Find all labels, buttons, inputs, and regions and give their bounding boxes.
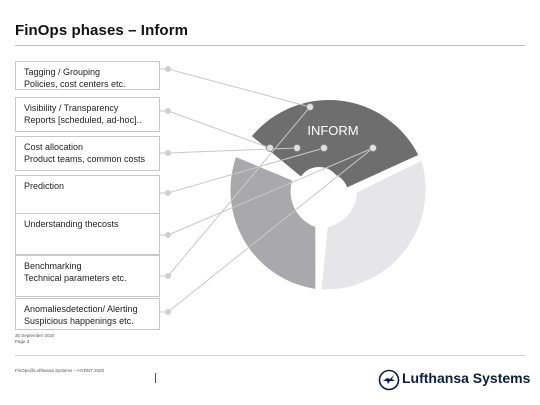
connector-dot (293, 144, 301, 152)
connector-dot (306, 103, 314, 111)
phase-box-understanding: Understanding thecosts (15, 213, 160, 255)
connector-dot (165, 273, 171, 279)
connector-dots (165, 66, 377, 315)
connector-dot (320, 144, 328, 152)
footer-date: 30 September 2020 (15, 333, 55, 338)
connector-dot (165, 190, 171, 196)
phase-box-tagging: Tagging / Grouping Policies, cost center… (15, 61, 160, 90)
phase-box-title: Visibility / Transparency (24, 103, 119, 113)
donut-center (297, 167, 341, 211)
phase-box-title: Tagging / Grouping (24, 67, 101, 77)
footer-page: Page 3 (15, 339, 30, 344)
phase-box-subtitle: Product teams, common costs (24, 154, 146, 164)
connector-dot (165, 108, 171, 114)
donut-segment-optimize (321, 160, 426, 290)
connector-dot (165, 150, 171, 156)
connector-dot (266, 144, 274, 152)
phase-box-subtitle: Technical parameters etc. (24, 273, 127, 283)
phase-box-cost-allocation: Cost allocation Product teams, common co… (15, 136, 160, 171)
phase-box-title: Benchmarking (24, 261, 82, 271)
inform-label: INFORM (307, 123, 358, 138)
footer-document: FinOps@Lufthansa Systems – HVDNT 2020 (15, 368, 105, 373)
phase-box-subtitle: Suspicious happenings etc. (24, 316, 134, 326)
company-logo-text: Lufthansa Systems (402, 370, 531, 386)
footer-date-block: 30 September 2020 Page 3 (15, 333, 55, 345)
connector-dot (165, 232, 171, 238)
title-divider (15, 45, 525, 46)
phase-box-anomalies: Anomaliesdetection/ Alerting Suspicious … (15, 298, 160, 330)
phase-box-title: Prediction (24, 181, 65, 191)
phase-box-subtitle: Reports [scheduled, ad-hoc].. (24, 115, 142, 125)
phase-box-title: Anomaliesdetection/ Alerting (24, 304, 138, 314)
lufthansa-crane-logo-icon (378, 369, 400, 391)
phase-box-title: Understanding thecosts (24, 219, 119, 229)
donut-segment-inform (251, 99, 419, 188)
donut-segment-operate (230, 157, 316, 289)
phase-box-visibility: Visibility / Transparency Reports [sched… (15, 97, 160, 132)
connector-dot (369, 144, 377, 152)
connector-dot (165, 309, 171, 315)
phase-box-title: Cost allocation (24, 142, 84, 152)
connector-dot (165, 66, 171, 72)
footer-separator (155, 373, 156, 383)
phase-box-benchmarking: Benchmarking Technical parameters etc. (15, 255, 160, 297)
page-title: FinOps phases – Inform (15, 22, 189, 39)
phase-box-subtitle: Policies, cost centers etc. (24, 79, 126, 89)
footer-divider (15, 355, 525, 356)
phase-box-prediction: Prediction (15, 175, 160, 215)
